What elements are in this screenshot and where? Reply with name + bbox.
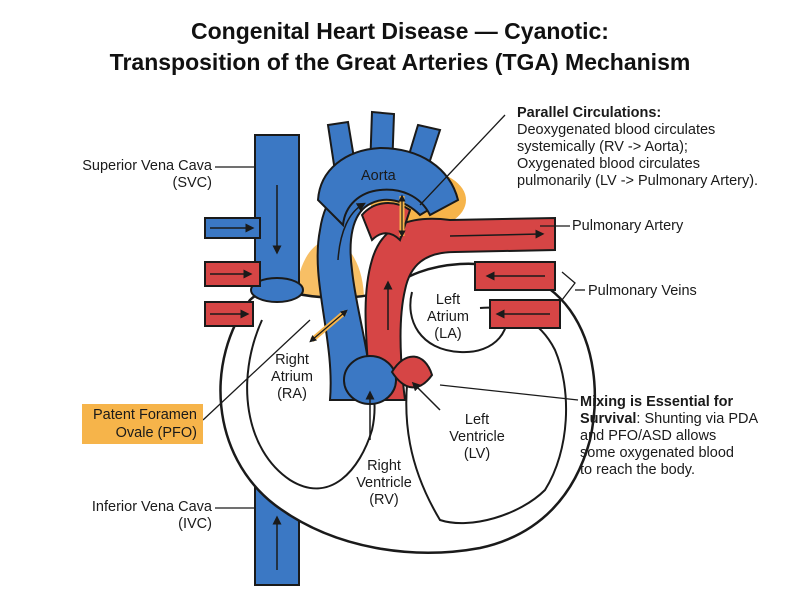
right-ventricle-label: Right Ventricle (RV) [356,458,412,508]
parallel-leader [419,114,506,206]
mixing-essential-note: Mixing is Essential for Survival: Shunti… [580,394,759,478]
pa-branch-flow-arrow [449,229,545,239]
ventricular-septum [405,306,568,525]
left-atrium-label: Left Atrium (LA) [427,292,469,342]
svc-opening [250,277,304,303]
pulmonary-veins-label: Pulmonary Veins [588,283,697,299]
parallel-circulations-note: Parallel Circulations: Deoxygenated bloo… [517,105,759,189]
right-atrium-label: Right Atrium (RA) [271,352,313,402]
pfo-leader [202,319,311,421]
lv-flow-arrow [411,381,441,411]
left-ventricle-valve [390,355,434,389]
pulmonary-artery-curve [360,202,412,242]
page-title-line1: Congenital Heart Disease — Cyanotic: [191,18,609,44]
ivc-label: Inferior Vena Cava (IVC) [91,499,212,532]
aorta-flow-arrow [337,202,366,261]
left-ventricle-label: Left Ventricle (LV) [449,412,505,462]
aorta-top [316,146,460,228]
svc-label: Superior Vena Cava (SVC) [82,158,212,191]
pulmonary-artery-label: Pulmonary Artery [572,218,684,234]
pv-bracket [561,271,576,301]
mixing-leader [439,384,579,401]
pfo-label: Patent Foramen Ovale (PFO) [82,404,203,444]
page-title-line2: Transposition of the Great Arteries (TGA… [109,49,691,75]
aorta-label: Aorta [361,168,396,184]
pulmonary-artery-vessel [364,216,556,401]
